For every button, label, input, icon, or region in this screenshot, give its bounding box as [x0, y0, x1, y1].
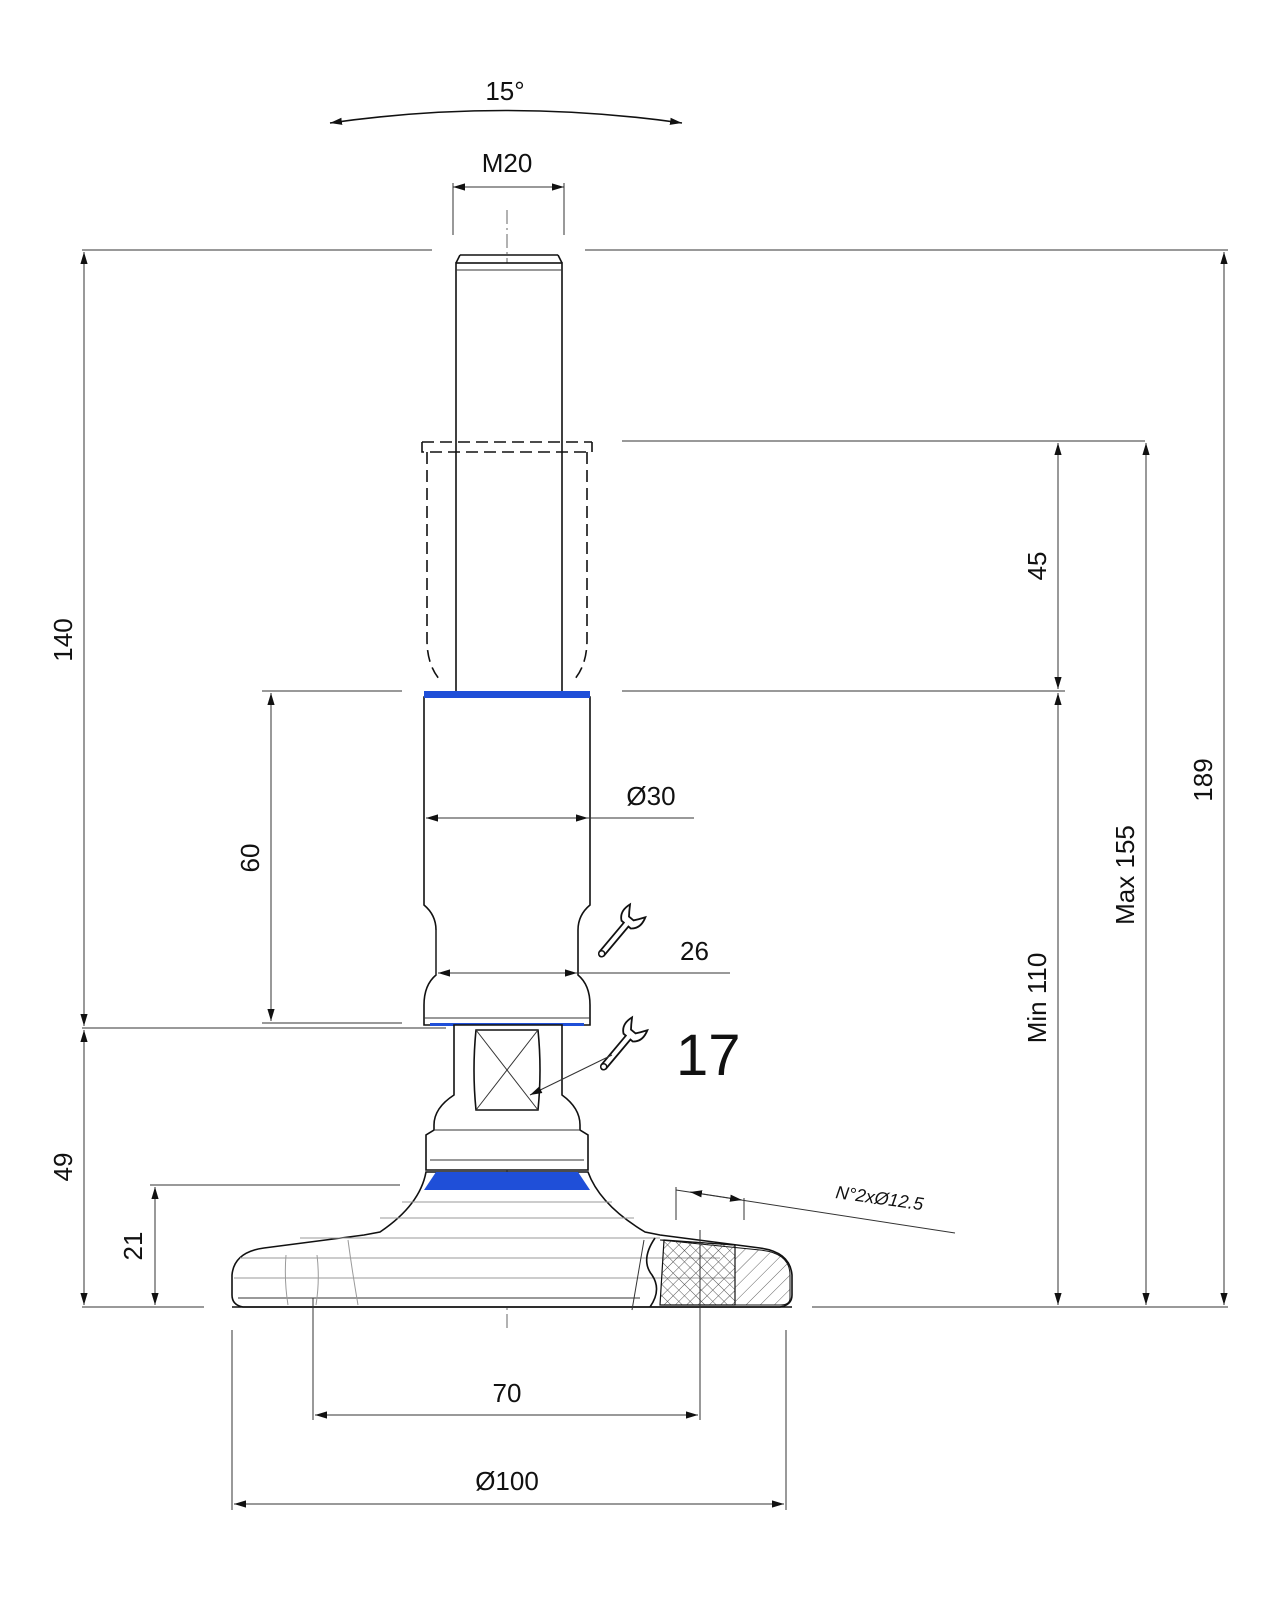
dim-min-label: Min 110 [1022, 953, 1052, 1044]
wrench-17-leader [529, 1054, 613, 1096]
dim-189-label: 189 [1188, 758, 1218, 801]
base-seal [424, 1172, 590, 1190]
tilt-arc [329, 109, 683, 125]
dim-60-label: 60 [235, 844, 265, 873]
dim-d100-label: Ø100 [475, 1466, 539, 1496]
thread-label: M20 [482, 148, 533, 178]
upper-seal-ring [424, 691, 590, 698]
dim-21-label: 21 [118, 1232, 148, 1261]
dim-49-label: 49 [48, 1153, 78, 1182]
threaded-stud [455, 262, 563, 699]
stem-body [423, 696, 591, 1026]
max-position-outline [421, 441, 593, 776]
section-hatch [659, 1239, 791, 1306]
dim-70-label: 70 [493, 1378, 522, 1408]
wrench-size-26: 26 [680, 936, 709, 966]
wrench-icon [599, 1015, 649, 1071]
tilt-angle-label: 15° [485, 76, 524, 106]
neck [425, 1024, 589, 1171]
dim-d30-label: Ø30 [626, 781, 675, 811]
break-line [645, 1237, 658, 1308]
dim-max-label: Max 155 [1110, 825, 1140, 925]
dim-45-label: 45 [1022, 552, 1052, 581]
dim-140-label: 140 [48, 618, 78, 661]
wrench-icon [597, 902, 647, 958]
holes-note: N°2xØ12.5 [834, 1182, 925, 1214]
wrench-size-17: 17 [676, 1023, 741, 1088]
hole-crosshatch [659, 1239, 736, 1306]
